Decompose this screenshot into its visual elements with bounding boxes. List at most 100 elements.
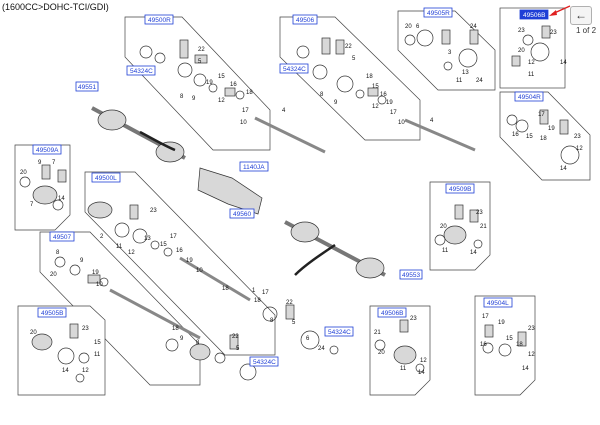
svg-text:23: 23 [476,210,483,216]
svg-text:49551: 49551 [78,84,96,91]
ref-49551[interactable]: 49551 [75,81,99,92]
svg-text:20: 20 [30,330,37,336]
svg-text:17: 17 [262,290,269,296]
svg-text:5: 5 [198,59,202,65]
ref-49500R[interactable]: 49500R [144,14,174,25]
svg-text:49500R: 49500R [148,17,171,24]
svg-text:20: 20 [518,48,525,54]
svg-text:15: 15 [526,134,533,140]
svg-text:12: 12 [420,358,427,364]
ref-49505B[interactable]: 49505B [37,307,67,318]
svg-text:7: 7 [30,202,34,208]
svg-text:49560: 49560 [233,211,251,218]
ref-49500L[interactable]: 49500L [91,172,121,183]
ref-49553[interactable]: 49553 [399,269,423,280]
svg-text:19: 19 [498,320,505,326]
svg-text:15: 15 [94,340,101,346]
svg-text:24: 24 [318,346,325,352]
svg-text:22: 22 [345,44,352,50]
curved-marker-1 [139,130,176,152]
svg-text:23: 23 [528,326,535,332]
ref-54324C-a[interactable]: 54324C [126,65,156,76]
svg-text:5: 5 [236,346,240,352]
svg-text:21: 21 [480,224,487,230]
parts-49506B-top [511,25,551,67]
svg-text:20: 20 [405,24,412,30]
svg-text:22: 22 [286,300,293,306]
svg-text:11: 11 [442,248,449,254]
svg-text:18: 18 [246,90,253,96]
svg-text:6: 6 [416,24,420,30]
svg-text:23: 23 [518,28,525,34]
parts-49500R [139,39,245,100]
svg-text:10: 10 [240,120,247,126]
parts-49504L [482,324,527,357]
ref-49505R[interactable]: 49505R [423,7,453,18]
svg-text:49504L: 49504L [487,300,509,307]
ref-54324C-d[interactable]: 54324C [249,356,279,367]
svg-text:16: 16 [230,82,237,88]
svg-text:10: 10 [96,282,103,288]
svg-text:14: 14 [522,366,529,372]
svg-text:13: 13 [462,70,469,76]
parts-lower-middle [165,304,339,381]
svg-text:49500L: 49500L [95,175,117,182]
svg-text:23: 23 [574,134,581,140]
ref-1140JA[interactable]: 1140JA [239,161,269,172]
svg-text:9: 9 [38,160,42,166]
svg-text:6: 6 [306,336,310,342]
svg-text:12: 12 [218,98,225,104]
svg-text:14: 14 [560,60,567,66]
svg-text:19: 19 [386,100,393,106]
ref-49504R[interactable]: 49504R [514,91,544,102]
ref-49560[interactable]: 49560 [229,208,255,219]
svg-text:54324C: 54324C [253,359,276,366]
svg-text:12: 12 [528,352,535,358]
back-button[interactable]: ← [570,6,592,25]
intermediate-bracket [197,167,263,215]
ref-54324C-b[interactable]: 54324C [279,63,309,74]
red-arrow-icon [549,5,571,16]
svg-text:19: 19 [548,126,555,132]
svg-text:49505B: 49505B [41,310,63,317]
part-numbers: 22 5 8 9 19 15 12 16 18 17 10 4 22 5 8 9… [20,24,583,376]
ref-49507[interactable]: 49507 [49,231,75,242]
svg-text:11: 11 [528,72,535,78]
panel-49505B [17,305,106,396]
svg-text:16: 16 [380,92,387,98]
svg-text:15: 15 [160,242,167,248]
panel-49506 [279,16,421,141]
svg-text:15: 15 [372,84,379,90]
shaft-left [109,220,386,340]
svg-text:49506B: 49506B [523,12,545,19]
ref-54324C-c[interactable]: 54324C [324,326,354,337]
svg-text:49506: 49506 [296,17,314,24]
svg-text:22: 22 [198,47,205,53]
panel-49509B [429,181,491,271]
svg-text:49507: 49507 [53,234,71,241]
svg-text:49504R: 49504R [518,94,541,101]
page-title: (1600CC>DOHC-TCI/GDI) [2,2,109,12]
svg-text:49506B: 49506B [381,310,403,317]
svg-text:16: 16 [480,342,487,348]
svg-text:14: 14 [62,368,69,374]
svg-text:9: 9 [334,100,338,106]
panel-49504R [499,91,591,181]
svg-text:12: 12 [372,104,379,110]
ref-49509B[interactable]: 49509B [445,183,475,194]
svg-text:1: 1 [252,288,256,294]
ref-49506B[interactable]: 49506B [377,307,407,318]
svg-text:54324C: 54324C [328,329,351,336]
svg-text:11: 11 [456,78,463,84]
ref-49506[interactable]: 49506 [292,14,318,25]
svg-text:9: 9 [80,258,84,264]
ref-49504L[interactable]: 49504L [483,297,513,308]
curved-marker-2 [294,243,336,276]
panel-49506B-top [499,7,566,89]
svg-text:8: 8 [270,318,274,324]
ref-49509A[interactable]: 49509A [32,144,62,155]
ref-49506B-top[interactable]: 49506B [519,9,549,20]
parts-49509B [434,204,483,249]
svg-text:12: 12 [528,60,535,66]
svg-text:24: 24 [476,78,483,84]
